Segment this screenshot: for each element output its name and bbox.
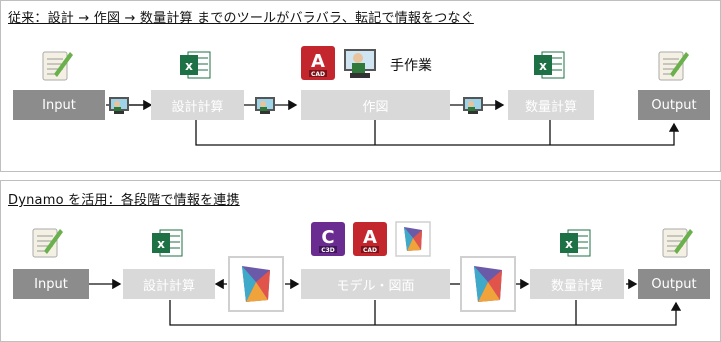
top-drawing-label: 作図 (362, 99, 389, 115)
dynamo-icon-small (395, 221, 431, 257)
bottom-output-label: Output (651, 276, 697, 292)
svg-text:C3D: C3D (321, 247, 335, 254)
top-design-calc-label: 設計計算 (171, 99, 224, 115)
bottom-feedback-line (169, 300, 682, 326)
worker-icon-1 (108, 95, 130, 115)
bottom-output-box: Output (638, 269, 710, 299)
bottom-model-drawing-box: モデル・図面 (301, 269, 450, 299)
top-panel: 従来：設計 → 作図 → 数量計算 までのツールがバラバラ、転記で情報をつなぐ (0, 0, 721, 172)
notepad-icon-input-bottom (30, 225, 64, 259)
svg-text:CAD: CAD (311, 71, 325, 78)
top-drawing-box: 作図 (301, 90, 450, 120)
manual-work-label: 手作業 (390, 58, 432, 74)
svg-text:x: x (157, 237, 165, 251)
bottom-model-drawing-label: モデル・図面 (336, 278, 415, 294)
dynamo-icon-2 (460, 256, 516, 312)
svg-text:x: x (185, 59, 193, 73)
svg-text:A: A (363, 227, 377, 248)
svg-text:x: x (539, 59, 547, 73)
top-quantity-calc-label: 数量計算 (524, 99, 577, 115)
bottom-quantity-calc-label: 数量計算 (550, 278, 603, 294)
worker-icon-2 (254, 95, 276, 115)
svg-text:A: A (311, 51, 325, 72)
notepad-icon-input-top (40, 48, 74, 82)
bottom-input-label: Input (34, 276, 68, 292)
bottom-panel: Dynamo を活用：各段階で情報を連携 (0, 180, 721, 342)
top-output-box: Output (638, 90, 710, 120)
bottom-title: Dynamo を活用：各段階で情報を連携 (8, 193, 240, 208)
notepad-icon-output-top (656, 48, 690, 82)
dynamo-icon-1 (228, 256, 284, 312)
bottom-design-calc-label: 設計計算 (142, 278, 195, 294)
top-output-label: Output (651, 97, 697, 113)
excel-icon-bottom-2: x (558, 228, 592, 258)
bottom-quantity-calc-box: 数量計算 (530, 269, 624, 299)
excel-icon-bottom: x (150, 228, 184, 258)
bottom-input-box: Input (13, 269, 89, 299)
top-feedback-line (195, 120, 680, 146)
top-input-box: Input (13, 90, 105, 120)
excel-icon-top-2: x (532, 50, 566, 80)
worker-icon-3 (462, 95, 484, 115)
top-quantity-calc-box: 数量計算 (508, 90, 594, 120)
top-design-calc-box: 設計計算 (151, 90, 244, 120)
svg-text:C: C (321, 227, 334, 248)
worker-icon-top-large (342, 45, 378, 81)
svg-text:CAD: CAD (363, 247, 377, 254)
notepad-icon-output-bottom (660, 225, 694, 259)
svg-text:x: x (565, 237, 573, 251)
top-input-label: Input (42, 97, 76, 113)
bottom-design-calc-box: 設計計算 (123, 269, 215, 299)
excel-icon-top: x (178, 50, 212, 80)
top-title: 従来：設計 → 作図 → 数量計算 までのツールがバラバラ、転記で情報をつなぐ (8, 11, 474, 26)
